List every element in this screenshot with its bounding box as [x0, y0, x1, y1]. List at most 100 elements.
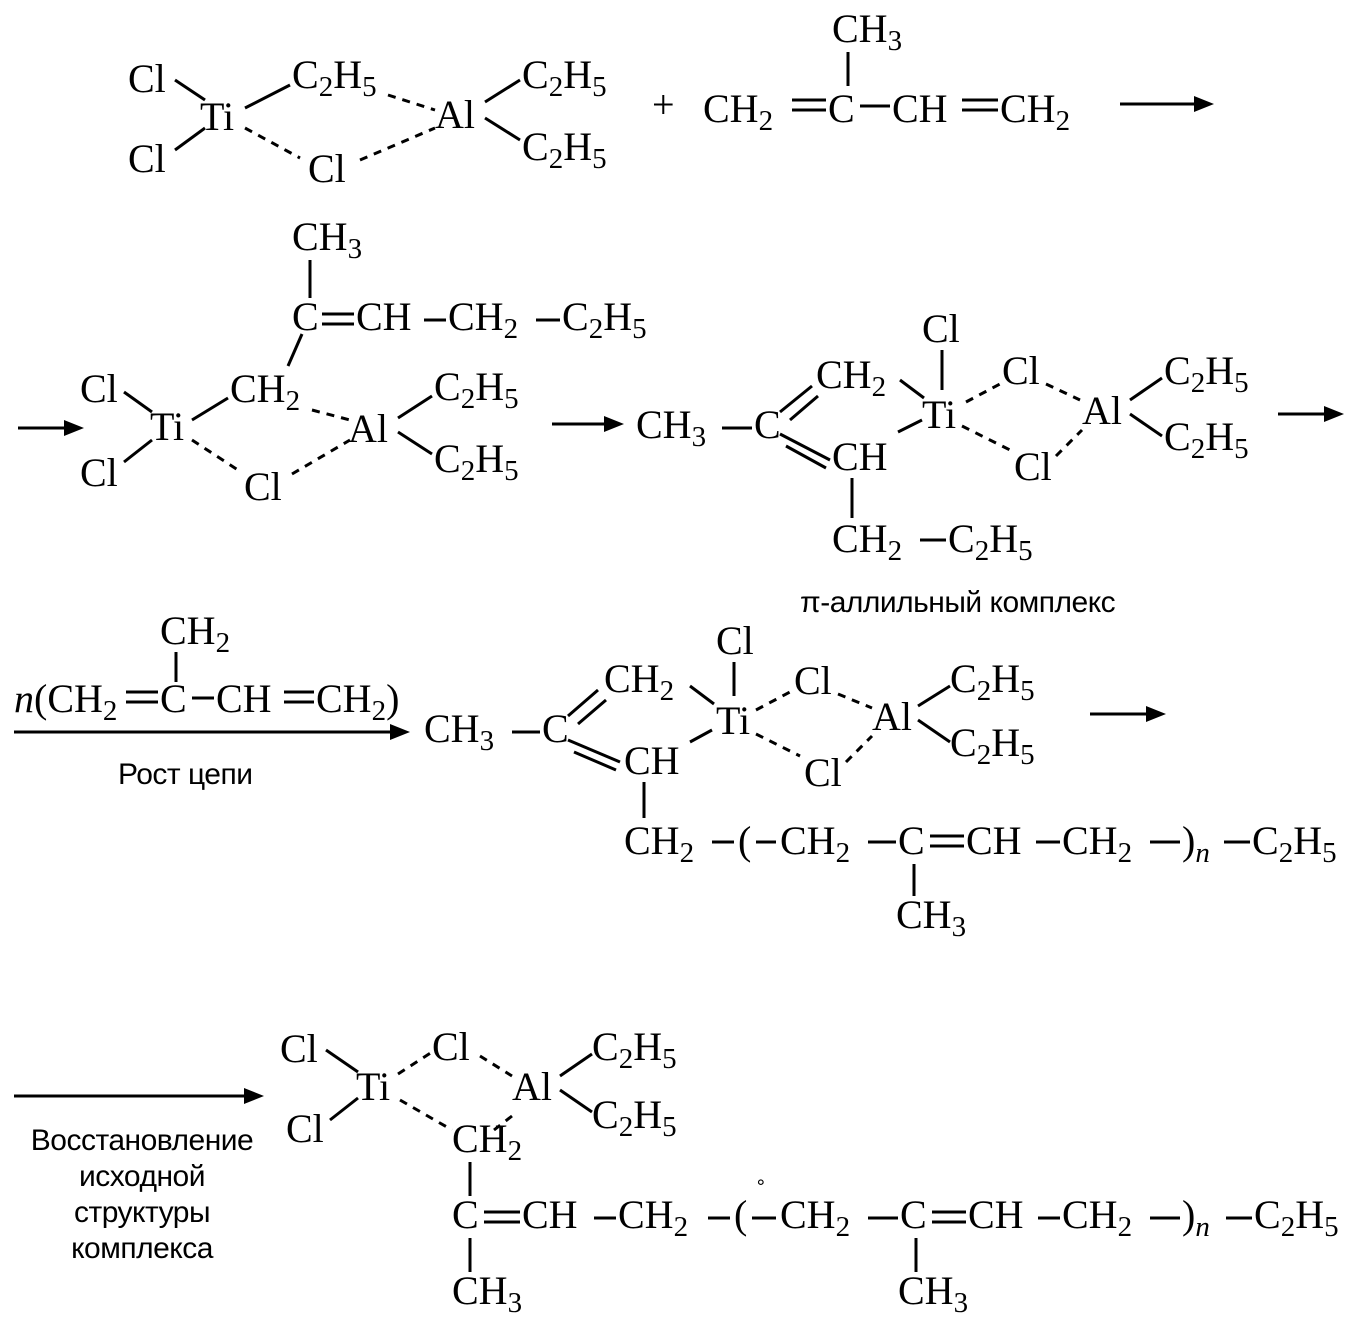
atom-cl: Cl — [716, 618, 754, 663]
svg-text:CH3: CH3 — [636, 402, 706, 453]
svg-text:C: C — [754, 402, 781, 447]
svg-text:CH3: CH3 — [292, 214, 362, 265]
atom-ti: Ti — [200, 94, 234, 139]
svg-text:C2H5: C2H5 — [950, 720, 1035, 771]
atom-cl: Cl — [244, 464, 282, 509]
chain-growth-reagent: CH2 n(CH2 C CH CH2) — [14, 608, 399, 727]
svg-text:C2H5: C2H5 — [1164, 414, 1249, 465]
reaction-arrow-1 — [1120, 96, 1214, 112]
svg-text:C2H5: C2H5 — [434, 364, 519, 415]
svg-text:C2H5: C2H5 — [592, 1024, 677, 1075]
svg-text:C: C — [160, 676, 187, 721]
svg-text:CH2: CH2 — [703, 86, 773, 137]
atom-al: Al — [1082, 388, 1122, 433]
restore-label-line: комплекса — [71, 1232, 214, 1265]
atom-al: Al — [512, 1064, 552, 1109]
atom-al: Al — [872, 694, 912, 739]
svg-text:CH2): CH2) — [316, 676, 399, 727]
reaction-arrow-5 — [1090, 706, 1166, 722]
atom-cl: Cl — [1014, 444, 1052, 489]
svg-text:C2H5: C2H5 — [592, 1092, 677, 1143]
reaction-arrow-chain-growth — [14, 724, 410, 740]
svg-text:CH: CH — [624, 738, 680, 783]
svg-text:CH: CH — [216, 676, 272, 721]
svg-text:CH2: CH2 — [624, 818, 694, 869]
svg-text:CH2: CH2 — [780, 818, 850, 869]
svg-text:CH2: CH2 — [604, 656, 674, 707]
atom-cl: Cl — [794, 658, 832, 703]
pi-allyl-complex: CH3 C CH2 CH CH2 C2H5 Cl Ti Cl Cl Al C2H… — [636, 306, 1249, 567]
reaction-arrow-restore — [14, 1088, 264, 1104]
atom-cl: Cl — [922, 306, 960, 351]
svg-text:CH: CH — [522, 1192, 578, 1237]
atom-ti: Ti — [356, 1064, 390, 1109]
atom-al: Al — [348, 406, 388, 451]
atom-cl: Cl — [1002, 348, 1040, 393]
svg-text:CH2: CH2 — [816, 352, 886, 403]
atom-cl: Cl — [308, 146, 346, 191]
svg-text:C2H5: C2H5 — [522, 124, 607, 175]
pi-allyl-complex-label: π-аллильный комплекс — [800, 586, 1116, 619]
chain-growth-label: Рост цепи — [118, 758, 252, 791]
svg-text:CH3: CH3 — [896, 892, 966, 943]
insertion-complex: CH3 C CH CH2 C2H5 Cl Cl Ti CH2 Cl Al C2H… — [80, 214, 647, 509]
reaction-arrow-3 — [552, 416, 624, 432]
svg-text:CH2: CH2 — [1000, 86, 1070, 137]
atom-cl: Cl — [804, 750, 842, 795]
restore-label-line: исходной — [79, 1160, 205, 1193]
restore-label-line: Восстановление — [31, 1124, 253, 1157]
atom-cl: Cl — [128, 136, 166, 181]
svg-text:(: ( — [738, 818, 751, 863]
reaction-arrow-4 — [1278, 406, 1344, 422]
svg-text:C2H5: C2H5 — [950, 656, 1035, 707]
svg-text:)n: )n — [1182, 818, 1210, 869]
svg-text:C: C — [900, 1192, 927, 1237]
svg-text:CH2: CH2 — [448, 294, 518, 345]
svg-text:CH3: CH3 — [898, 1268, 968, 1319]
plus-sign: + — [652, 82, 675, 127]
growing-chain-complex: CH3 C CH2 CH Cl Ti Cl Cl Al C2H5 C2H5 CH… — [424, 618, 1337, 943]
svg-text:C2H5: C2H5 — [948, 516, 1033, 567]
atom-al: Al — [435, 92, 475, 137]
svg-text:(: ( — [734, 1192, 747, 1237]
atom-cl: Cl — [128, 56, 166, 101]
restore-label: Восстановление исходной структуры компле… — [31, 1124, 254, 1265]
atom-ti: Ti — [716, 698, 750, 743]
atom-ti: Ti — [150, 404, 184, 449]
atom-cl: Cl — [286, 1106, 324, 1151]
svg-text:CH: CH — [356, 294, 412, 339]
svg-text:CH2: CH2 — [160, 608, 230, 659]
svg-text:C: C — [828, 86, 855, 131]
svg-text:CH: CH — [968, 1192, 1024, 1237]
svg-text:C2H5: C2H5 — [562, 294, 647, 345]
regenerated-complex: Cl Cl Ti Cl Al C2H5 C2H5 CH2 C CH CH2 ( … — [280, 1024, 1339, 1319]
svg-text:CH2: CH2 — [452, 1116, 522, 1167]
svg-text:C2H5: C2H5 — [434, 436, 519, 487]
svg-text:C: C — [452, 1192, 479, 1237]
svg-text:C: C — [542, 706, 569, 751]
svg-text:CH2: CH2 — [1062, 818, 1132, 869]
svg-text:)n: )n — [1182, 1192, 1210, 1243]
svg-text:CH2: CH2 — [618, 1192, 688, 1243]
svg-text:CH: CH — [832, 434, 888, 479]
svg-text:C: C — [898, 818, 925, 863]
svg-text:C2H5: C2H5 — [522, 52, 607, 103]
svg-text:CH3: CH3 — [832, 6, 902, 57]
svg-text:CH2: CH2 — [230, 366, 300, 417]
svg-text:CH: CH — [892, 86, 948, 131]
catalyst-complex-initial: Cl Cl Ti C2H5 Cl Al C2H5 C2H5 — [128, 52, 607, 191]
atom-cl: Cl — [80, 366, 118, 411]
svg-text:C2H5: C2H5 — [1252, 818, 1337, 869]
atom-cl: Cl — [80, 450, 118, 495]
isoprene-monomer: CH3 CH2 C CH CH2 — [703, 6, 1070, 137]
svg-text:CH3: CH3 — [424, 706, 494, 757]
svg-text:˚: ˚ — [756, 1175, 766, 1207]
svg-text:n(CH2: n(CH2 — [14, 676, 117, 727]
restore-label-line: структуры — [74, 1196, 210, 1229]
svg-text:C2H5: C2H5 — [1164, 348, 1249, 399]
svg-text:CH2: CH2 — [832, 516, 902, 567]
svg-text:C2H5: C2H5 — [292, 52, 377, 103]
atom-cl: Cl — [280, 1026, 318, 1071]
reaction-arrow-2 — [18, 420, 84, 436]
svg-text:CH3: CH3 — [452, 1268, 522, 1319]
